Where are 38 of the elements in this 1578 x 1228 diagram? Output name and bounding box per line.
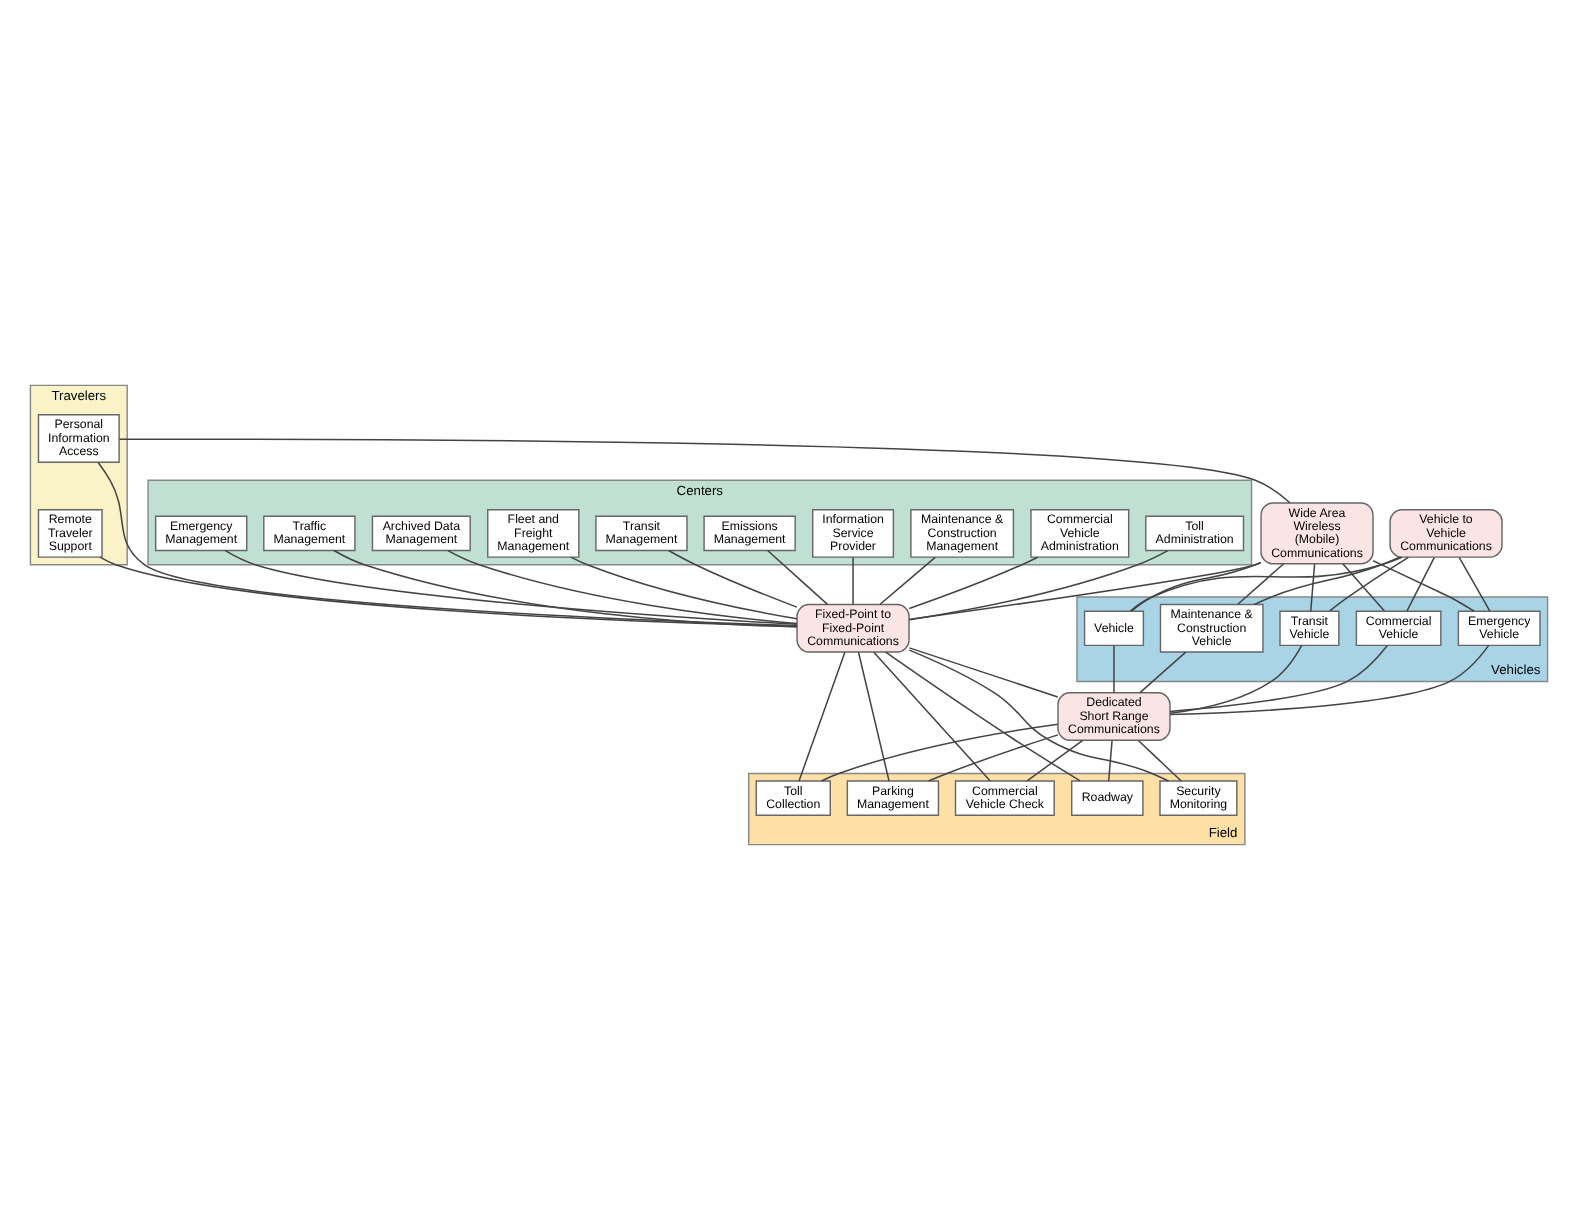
connector	[1458, 555, 1491, 611]
connector	[908, 555, 1039, 609]
connector	[224, 548, 798, 625]
connector	[1107, 738, 1113, 781]
connector	[447, 548, 798, 624]
connector	[852, 555, 854, 605]
connector	[1169, 643, 1389, 712]
connector	[1129, 555, 1403, 611]
connector	[857, 650, 890, 781]
connector	[1169, 643, 1490, 715]
connector	[908, 548, 1169, 620]
connector	[1026, 738, 1084, 781]
connector	[1253, 555, 1401, 605]
connector	[1130, 560, 1262, 611]
connector	[1329, 555, 1410, 611]
connector	[1139, 650, 1187, 693]
connector	[873, 650, 991, 781]
connector	[820, 722, 1059, 781]
connector	[1310, 562, 1316, 611]
connector	[1113, 643, 1115, 693]
connector	[908, 561, 1262, 620]
connector	[118, 437, 1291, 503]
connector	[667, 548, 798, 607]
connector	[884, 650, 1081, 781]
connector	[879, 555, 936, 605]
connector	[927, 733, 1059, 781]
connector	[333, 548, 798, 627]
connector	[1342, 562, 1386, 611]
connector	[99, 555, 798, 626]
connector	[908, 646, 1059, 697]
connector	[798, 650, 846, 781]
connector	[1406, 555, 1436, 611]
connector	[1237, 562, 1285, 605]
connector	[1137, 738, 1183, 781]
connector	[766, 548, 829, 605]
connector	[570, 555, 798, 619]
connector	[1372, 559, 1475, 611]
connector	[1169, 643, 1303, 713]
